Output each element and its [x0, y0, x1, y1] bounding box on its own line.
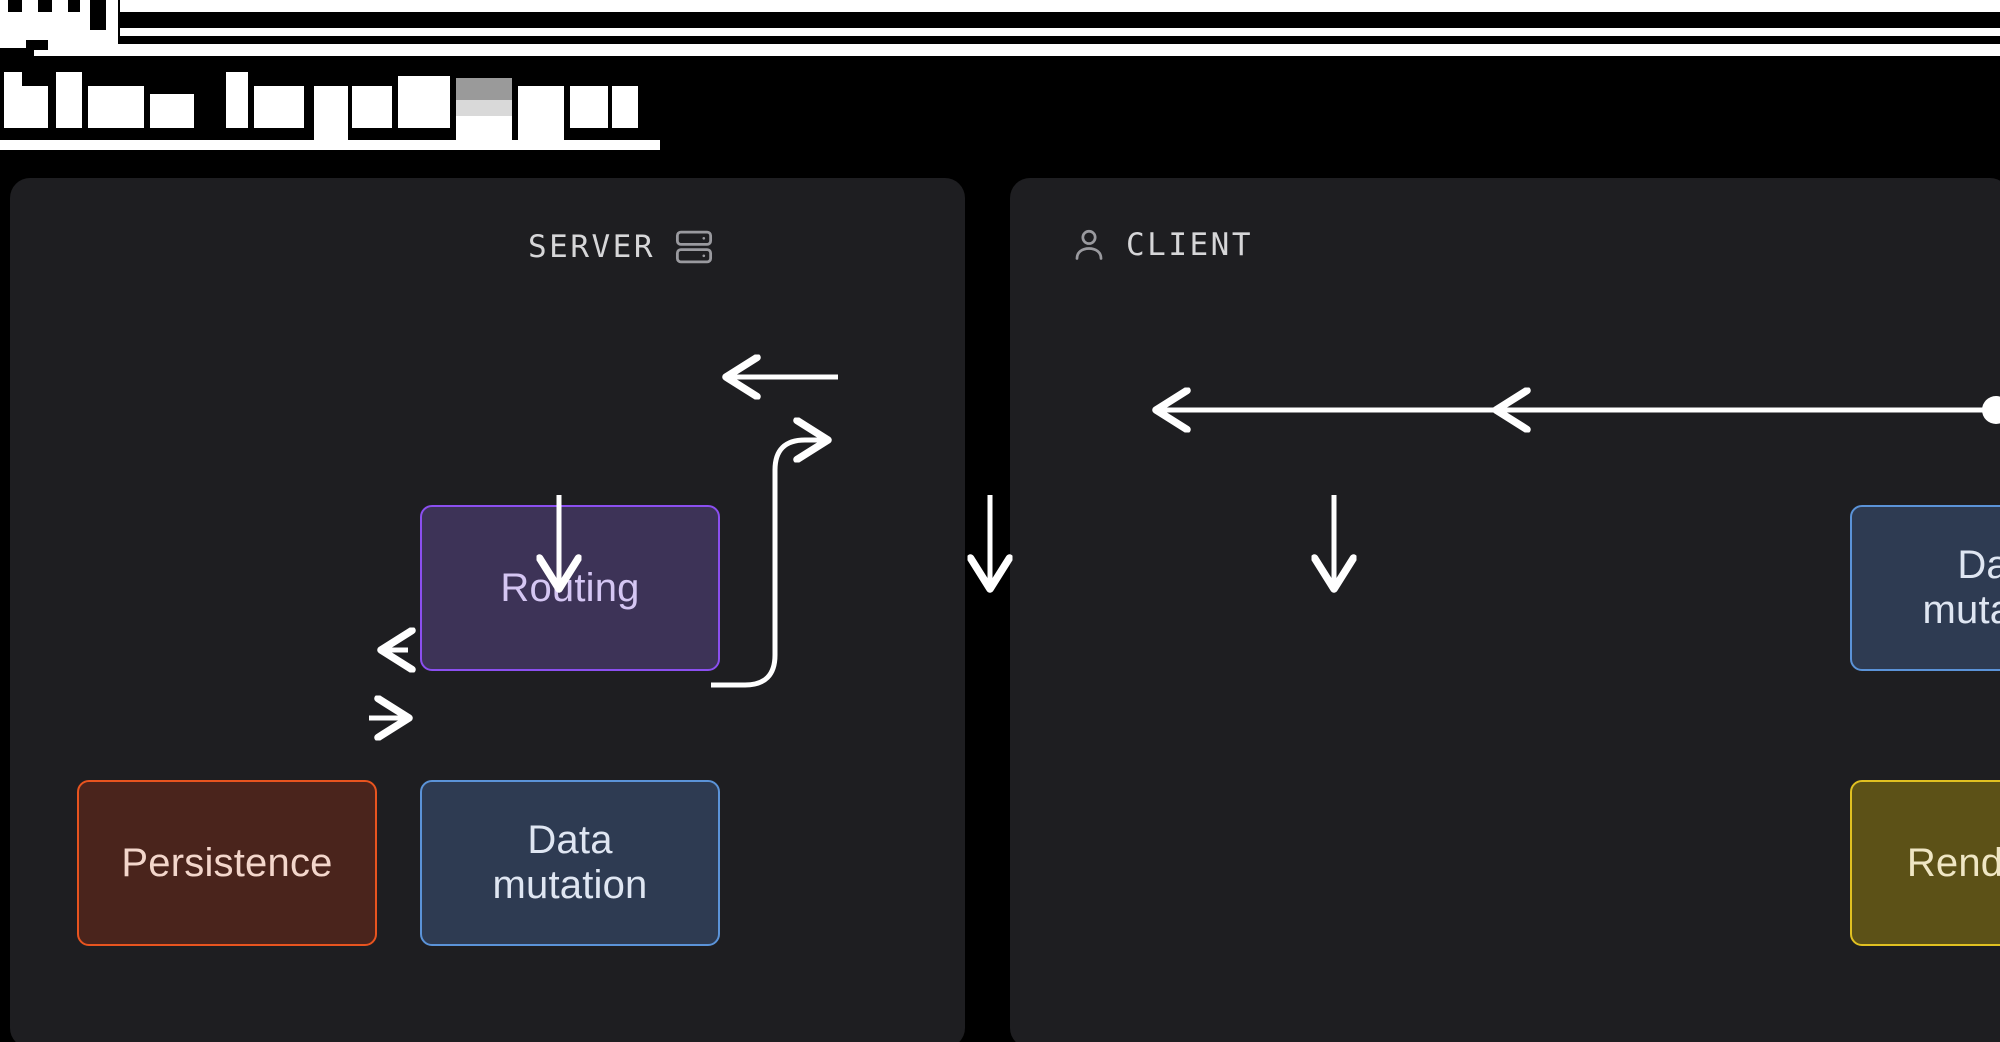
panel-title-server: SERVER	[528, 226, 715, 268]
node-label-persistence: Persistence	[121, 840, 333, 885]
node-routing[interactable]: Routing	[420, 505, 720, 671]
user-person-icon	[1070, 226, 1108, 264]
page-title-redacted	[0, 64, 800, 150]
node-persistence[interactable]: Persistence	[77, 780, 377, 946]
server-rack-icon	[673, 226, 715, 268]
redacted-strip-2	[120, 28, 2000, 36]
redacted-header-bar	[0, 0, 2000, 56]
node-label-rendering: Rendering	[1906, 840, 2000, 885]
redacted-strip-3	[86, 44, 2000, 56]
panel-label-client: CLIENT	[1126, 227, 1253, 263]
panel-title-client: CLIENT	[1070, 226, 1253, 264]
panel-label-server: SERVER	[528, 229, 655, 265]
redacted-logo-icon	[0, 0, 118, 56]
redacted-strip-1	[120, 0, 2000, 12]
node-label-routing: Routing	[500, 565, 640, 610]
node-rendering[interactable]: Rendering	[1850, 780, 2000, 946]
